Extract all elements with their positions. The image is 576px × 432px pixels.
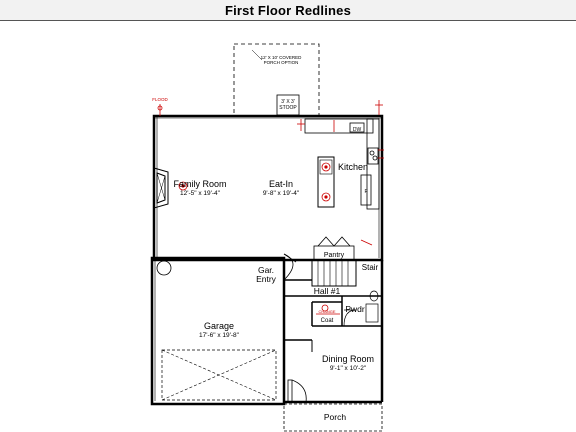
gar-entry-label-1: Gar. [258,265,274,275]
garage-label: Garage [204,321,234,331]
stoop-label-1: 3' X 3' [281,99,295,105]
interior-walls [284,295,382,352]
kitchen-counters [304,118,380,210]
porch [283,403,383,432]
kitchen-island [317,156,335,208]
powder-fixtures [343,290,379,327]
garage-details [156,260,277,401]
stair [311,259,382,287]
title-bar: First Floor Redlines [0,0,576,21]
pwdr-label: Pwdr [345,304,365,314]
garage-dim: 17'-6" x 19'-8" [199,332,240,339]
fireplace [153,167,169,209]
front-door [287,379,307,403]
fridge-label: F [364,189,367,195]
flood-label: FLOOD [152,97,168,102]
hall-label: Hall #1 [314,286,341,296]
porch-label: Porch [324,412,346,422]
covered-porch-option: 12' X 10' COVERED PORCH OPTION [233,43,320,117]
family-room-dim: 12'-5" x 19'-4" [180,190,221,197]
exterior-walls [150,114,384,406]
dining-room-dim: 9'-1" x 10'-2" [330,365,367,372]
coat-change-note: CHANGE [318,309,335,314]
dining-room-label: Dining Room [322,354,374,364]
porch-option-label-1: 12' X 10' COVERED [261,55,302,60]
coat-closet-redline [316,304,340,315]
coat-label: Coat [321,318,334,324]
eat-in-dim: 9'-8" x 19'-4" [263,190,300,197]
stoop: 3' X 3' STOOP [276,94,300,116]
ceiling-lights [178,162,331,202]
pantry-label: Pantry [324,252,345,259]
gar-entry-label-2: Entry [256,274,277,284]
stoop-label-2: STOOP [279,105,297,111]
dishwasher-label: DW [353,127,362,133]
floor-plan: 12' X 10' COVERED PORCH OPTION 3' X 3' S… [150,43,384,432]
porch-option-label-2: PORCH OPTION [264,60,299,65]
garage-entry-door [283,253,312,281]
kitchen-label: Kitchen [338,162,368,172]
family-room-label: Family Room [173,179,226,189]
redline-marks [157,100,384,246]
eat-in-label: Eat-In [269,179,293,189]
page-title: First Floor Redlines [224,2,352,18]
stair-label: Stair [362,263,379,272]
